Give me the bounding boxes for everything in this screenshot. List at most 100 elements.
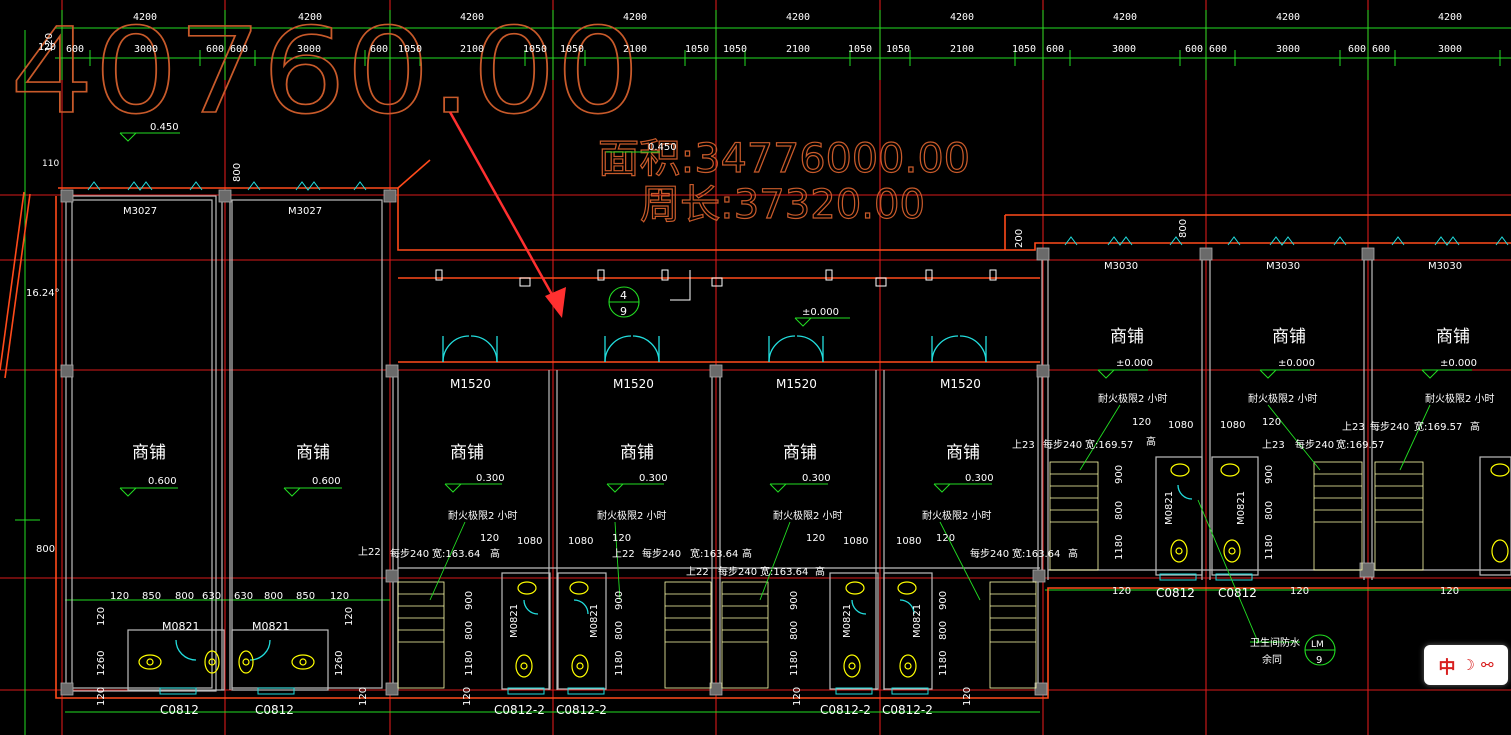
win-c0812-2-a: C0812-2 [494, 703, 545, 717]
vdim-120-a: 120 [44, 33, 55, 52]
dim-120-d: 120 [612, 533, 631, 544]
dim-120-a: 120 [110, 591, 129, 602]
stairs [397, 461, 1424, 689]
width-4: 宽:163.64 [1012, 547, 1060, 560]
dim-sub-11: 1050 [560, 44, 584, 55]
door-swings [175, 335, 1193, 661]
fire-3: 耐火极限2 小时 [773, 509, 843, 522]
fire-6: 耐火极限2 小时 [1248, 392, 1318, 405]
vdim-m0821-a: M0821 [509, 604, 520, 638]
vertical-dimensions: 120 800 800 200 1260 120 120 1260 900 80… [44, 33, 1275, 706]
vdim-m0821-c: M0821 [842, 604, 853, 638]
detail-bubble: 4 9 LM 9 [608, 286, 1336, 666]
step-6: 每步240 [1295, 438, 1334, 451]
dim-sub-7: 600 [370, 44, 388, 55]
elev-300-c: 0.300 [802, 473, 831, 484]
step-7: 每步240 [1370, 420, 1409, 433]
dim-sub-6: 3000 [297, 44, 321, 55]
width-2: 宽:163.64 [690, 547, 738, 560]
win-c0812-2-c: C0812-2 [820, 703, 871, 717]
dim-110: 110 [42, 159, 59, 169]
dim-sub-1: 120 [38, 42, 56, 53]
step-3: 每步240 [718, 565, 757, 578]
width-5: 宽:169.57 [1085, 438, 1133, 451]
dim-sub-25: 600 [1348, 44, 1366, 55]
vdim-800-b: 800 [1178, 219, 1189, 238]
fixtures [138, 463, 1510, 678]
bubble-top: 4 [620, 289, 627, 302]
high-4: 高 [1068, 547, 1078, 560]
dim-sub-2: 600 [66, 44, 84, 55]
elevation-marks [119, 132, 1472, 497]
shop-4: 商铺 [620, 443, 654, 463]
vdim-900-f: 900 [1264, 465, 1275, 484]
door-m3030-c: M3030 [1428, 261, 1462, 272]
vdim-900-a: 900 [464, 591, 475, 610]
shirt-icon[interactable]: ⚯ [1480, 656, 1494, 674]
red-arrow [448, 111, 566, 318]
dim-sub-24: 3000 [1276, 44, 1300, 55]
vdim-1260-b: 1260 [334, 651, 345, 676]
dim-sub-8: 1050 [398, 44, 422, 55]
elev-300-d: 0.300 [965, 473, 994, 484]
dim-sub-18: 2100 [950, 44, 974, 55]
dim-top-6: 4200 [950, 12, 974, 23]
high-7: 高 [1470, 420, 1480, 433]
vdim-800-f: 800 [938, 621, 949, 640]
dim-top-1: 4200 [133, 12, 157, 23]
dim-120-k: 120 [1440, 586, 1459, 597]
roof-marks [87, 181, 1509, 246]
other-note: 余同 [1262, 653, 1282, 666]
stair-up-2: 上22 [612, 548, 635, 560]
vdim-800-c: 800 [464, 621, 475, 640]
elev-300-b: 0.300 [639, 473, 668, 484]
bubble2-top: LM [1311, 640, 1324, 650]
vdim-800-g: 800 [1114, 501, 1125, 520]
fire-1: 耐火极限2 小时 [448, 509, 518, 522]
length-measure: 40760.00 [10, 2, 640, 140]
vdim-800-e: 800 [789, 621, 800, 640]
shop-3: 商铺 [450, 443, 484, 463]
win-c0812-b: C0812 [255, 703, 294, 717]
labels: M3027 M3027 M3030 M3030 M3030 M1520 M152… [26, 122, 1495, 717]
dim-sub-3: 3000 [134, 44, 158, 55]
high-5: 高 [1146, 435, 1156, 448]
dim-120-e: 120 [806, 533, 825, 544]
shop-8: 商铺 [1272, 327, 1306, 347]
win-c0812-d: C0812 [1218, 586, 1257, 600]
high-3: 高 [815, 565, 825, 578]
dim-sub-4: 600 [206, 44, 224, 55]
step-1: 每步240 [390, 547, 429, 560]
dim-850-a: 850 [142, 591, 161, 602]
vdim-120-g: 120 [962, 687, 973, 706]
elev-450-a: 0.450 [150, 122, 179, 133]
dim-120-b: 120 [330, 591, 349, 602]
shop-9: 商铺 [1436, 327, 1470, 347]
measure-overlay: 40760.00 面积:34776000.00 周长:37320.00 [9, 1, 970, 228]
dim-1080-a: 1080 [517, 536, 542, 547]
step-5: 每步240 [1043, 438, 1082, 451]
win-c0812-2-d: C0812-2 [882, 703, 933, 717]
moon-icon[interactable]: ☽ [1461, 656, 1475, 674]
elev-000-b: ±0.000 [1116, 358, 1153, 369]
dim-sub-26: 600 [1372, 44, 1390, 55]
width-1: 宽:163.64 [432, 547, 480, 560]
stair-up-5: 上23 [1262, 439, 1285, 451]
vdim-1180-f: 1180 [1264, 535, 1275, 560]
dim-120-c: 120 [480, 533, 499, 544]
step-2: 每步240 [642, 547, 681, 560]
dim-sub-10: 1050 [523, 44, 547, 55]
vdim-900-e: 900 [1114, 465, 1125, 484]
stair-up-3: 上22 [686, 566, 709, 578]
ime-language-toggle[interactable]: 中 [1438, 657, 1456, 678]
columns [60, 189, 1375, 696]
ime-toolbar[interactable]: 中 ☽ ⚯ [1424, 645, 1508, 685]
door-m3027-b: M3027 [288, 206, 322, 217]
dim-top-3: 4200 [460, 12, 484, 23]
dim-1080-f: 1080 [1220, 420, 1245, 431]
vdim-m0821-f: M0821 [1236, 491, 1247, 525]
win-c0812-c: C0812 [1156, 586, 1195, 600]
dim-800-c: 800 [36, 544, 55, 555]
dimension-lines [15, 10, 1511, 735]
